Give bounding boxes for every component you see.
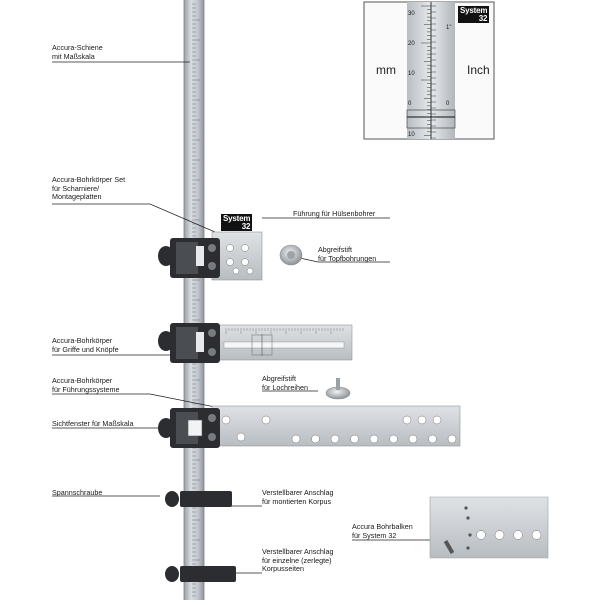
inset-mm-tick-label: 10 bbox=[408, 132, 415, 138]
label-drill-body-handles: Accura-Bohrkörper für Griffe und Knöpfe bbox=[52, 336, 119, 354]
label-drill-bar: Accura Bohrbalken für System 32 bbox=[352, 522, 413, 540]
drill-bar-system32 bbox=[429, 496, 549, 559]
scale-inset bbox=[363, 1, 495, 140]
inset-mm-tick-label: 0 bbox=[408, 101, 412, 107]
label-sight-window: Sichtfenster für Maßskala bbox=[52, 419, 134, 428]
label-pin-rows: Abgreifstift für Lochreihen bbox=[262, 374, 308, 392]
label-sleeve-guide: Führung für Hülsenbohrer bbox=[293, 209, 376, 218]
pin-hole-rows bbox=[325, 378, 351, 400]
inset-mm-tick-label: 30 bbox=[408, 11, 415, 17]
label-stop-mounted: Verstellbarer Anschlag für montierten Ko… bbox=[262, 488, 334, 506]
drill-body-guides bbox=[158, 405, 461, 448]
inset-mm-tick-label: 20 bbox=[408, 41, 415, 47]
drill-body-hinges bbox=[158, 231, 263, 281]
label-clamp-screw: Spannschraube bbox=[52, 488, 103, 497]
inset-inch-tick-label: 1" bbox=[446, 25, 452, 31]
system32-badge-inset: System 32 bbox=[458, 6, 490, 23]
inset-mm-tick-label: 10 bbox=[408, 71, 415, 77]
label-drill-body-set: Accura-Bohrkörper Set für Scharniere/ Mo… bbox=[52, 175, 126, 202]
label-rail: Accura-Schiene mit Maßskala bbox=[52, 43, 103, 61]
label-pin-cup: Abgreifstift für Topfbohrungen bbox=[318, 245, 377, 263]
stop-single-parts bbox=[165, 566, 236, 582]
label-stop-parts: Verstellbarer Anschlag für einzelne (zer… bbox=[262, 547, 334, 574]
label-drill-body-guides: Accura-Bohrkörper für Führungssysteme bbox=[52, 376, 120, 394]
system32-badge-drill-body: System 32 bbox=[221, 214, 253, 231]
inset-inch-tick-label: 0 bbox=[446, 101, 450, 107]
accura-rail bbox=[183, 0, 205, 600]
pin-cup-holes bbox=[279, 244, 303, 266]
stop-mounted bbox=[165, 491, 232, 507]
drill-body-handles bbox=[158, 323, 353, 363]
inset-unit-mm: mm bbox=[376, 63, 396, 77]
inset-unit-inch: Inch bbox=[467, 63, 490, 77]
